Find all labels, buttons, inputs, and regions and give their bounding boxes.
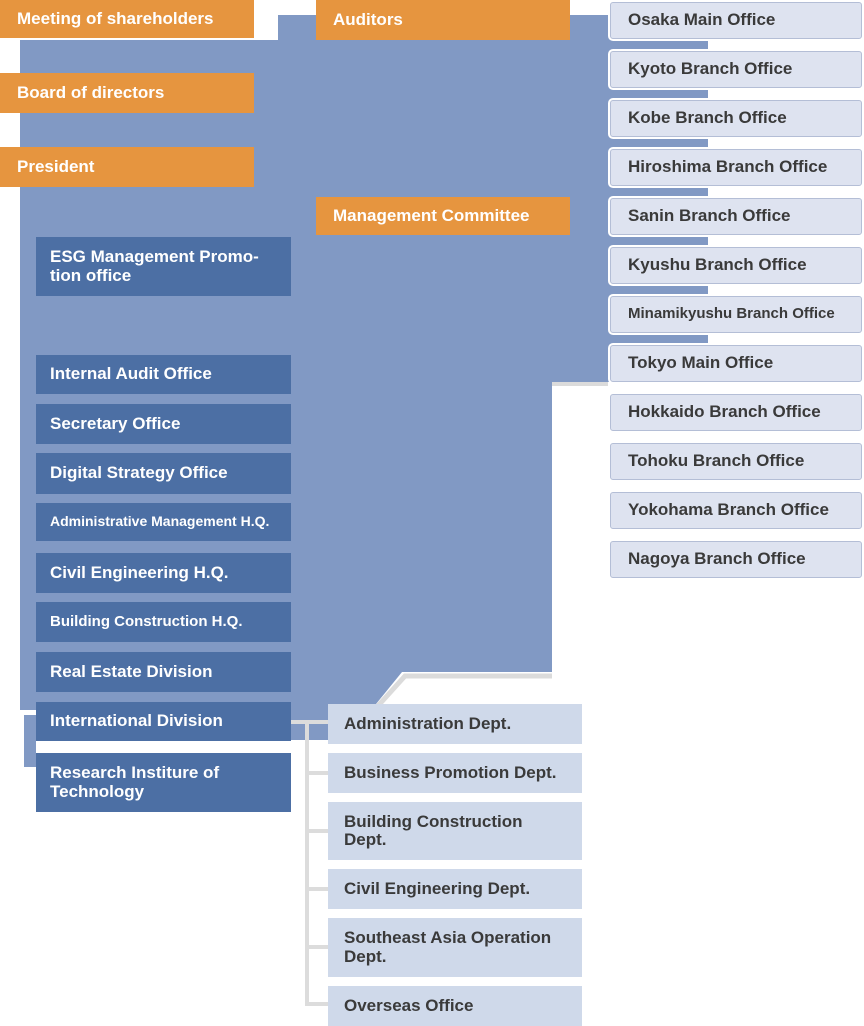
- shareholders-meeting-box: Meeting of shareholders: [0, 0, 254, 38]
- department-box-southeast-asia-operation: Southeast Asia Operation Dept.: [328, 918, 582, 977]
- branch-office-box-yokohama: Yokohama Branch Office: [610, 492, 862, 529]
- dept-connector-root: [291, 720, 330, 724]
- division-box-international-division: International Division: [36, 702, 291, 741]
- branch-office-box-hiroshima: Hiroshima Branch Office: [610, 149, 862, 186]
- division-box-civil-engineering-hq: Civil Engineering H.Q.: [36, 553, 291, 593]
- division-box-digital-strategy-office: Digital Strategy Office: [36, 453, 291, 494]
- dept-connector-stub: [309, 887, 328, 891]
- branch-office-box-sanin: Sanin Branch Office: [610, 198, 862, 235]
- president-box: President: [0, 147, 254, 187]
- left-connector-stub-top: [19, 710, 36, 715]
- left-connector-stub-bottom: [19, 767, 36, 772]
- dept-connector-stub: [309, 1002, 328, 1006]
- department-box-business-promotion: Business Promotion Dept.: [328, 753, 582, 793]
- division-box-internal-audit-office: Internal Audit Office: [36, 355, 291, 394]
- division-box-secretary-office: Secretary Office: [36, 404, 291, 444]
- dept-connector-trunk: [305, 720, 309, 1006]
- division-box-administrative-management-hq: Administrative Management H.Q.: [36, 503, 291, 541]
- department-box-building-construction: Building Construction Dept.: [328, 802, 582, 860]
- department-box-civil-engineering: Civil Engineering Dept.: [328, 869, 582, 909]
- branch-office-box-kyoto: Kyoto Branch Office: [610, 51, 862, 88]
- branch-office-box-osaka: Osaka Main Office: [610, 2, 862, 39]
- branch-office-box-tohoku: Tohoku Branch Office: [610, 443, 862, 480]
- branch-office-box-tokyo: Tokyo Main Office: [610, 345, 862, 382]
- department-box-administration: Administration Dept.: [328, 704, 582, 744]
- division-box-esg-management-promotion-office: ESG Management Promo- tion office: [36, 237, 291, 296]
- auditors-box: Auditors: [316, 0, 570, 40]
- dept-connector-stub: [309, 945, 328, 949]
- background-left-strip: [22, 714, 36, 772]
- edge-highlight-tail: [375, 673, 552, 709]
- board-of-directors-box: Board of directors: [0, 73, 254, 113]
- management-committee-box: Management Committee: [316, 197, 570, 235]
- dept-connector-stub: [309, 771, 328, 775]
- branch-office-box-kyushu: Kyushu Branch Office: [610, 247, 862, 284]
- left-connector-vertical: [19, 710, 24, 772]
- branch-office-box-kobe: Kobe Branch Office: [610, 100, 862, 137]
- department-box-overseas-office: Overseas Office: [328, 986, 582, 1026]
- branch-office-box-nagoya: Nagoya Branch Office: [610, 541, 862, 578]
- branch-office-box-minamikyushu: Minamikyushu Branch Office: [610, 296, 862, 333]
- division-box-real-estate-division: Real Estate Division: [36, 652, 291, 692]
- division-box-research-institute-of-technology: Research Institure of Technology: [36, 753, 291, 812]
- division-box-building-construction-hq: Building Construction H.Q.: [36, 602, 291, 642]
- branch-office-box-hokkaido: Hokkaido Branch Office: [610, 394, 862, 431]
- dept-connector-stub: [309, 829, 328, 833]
